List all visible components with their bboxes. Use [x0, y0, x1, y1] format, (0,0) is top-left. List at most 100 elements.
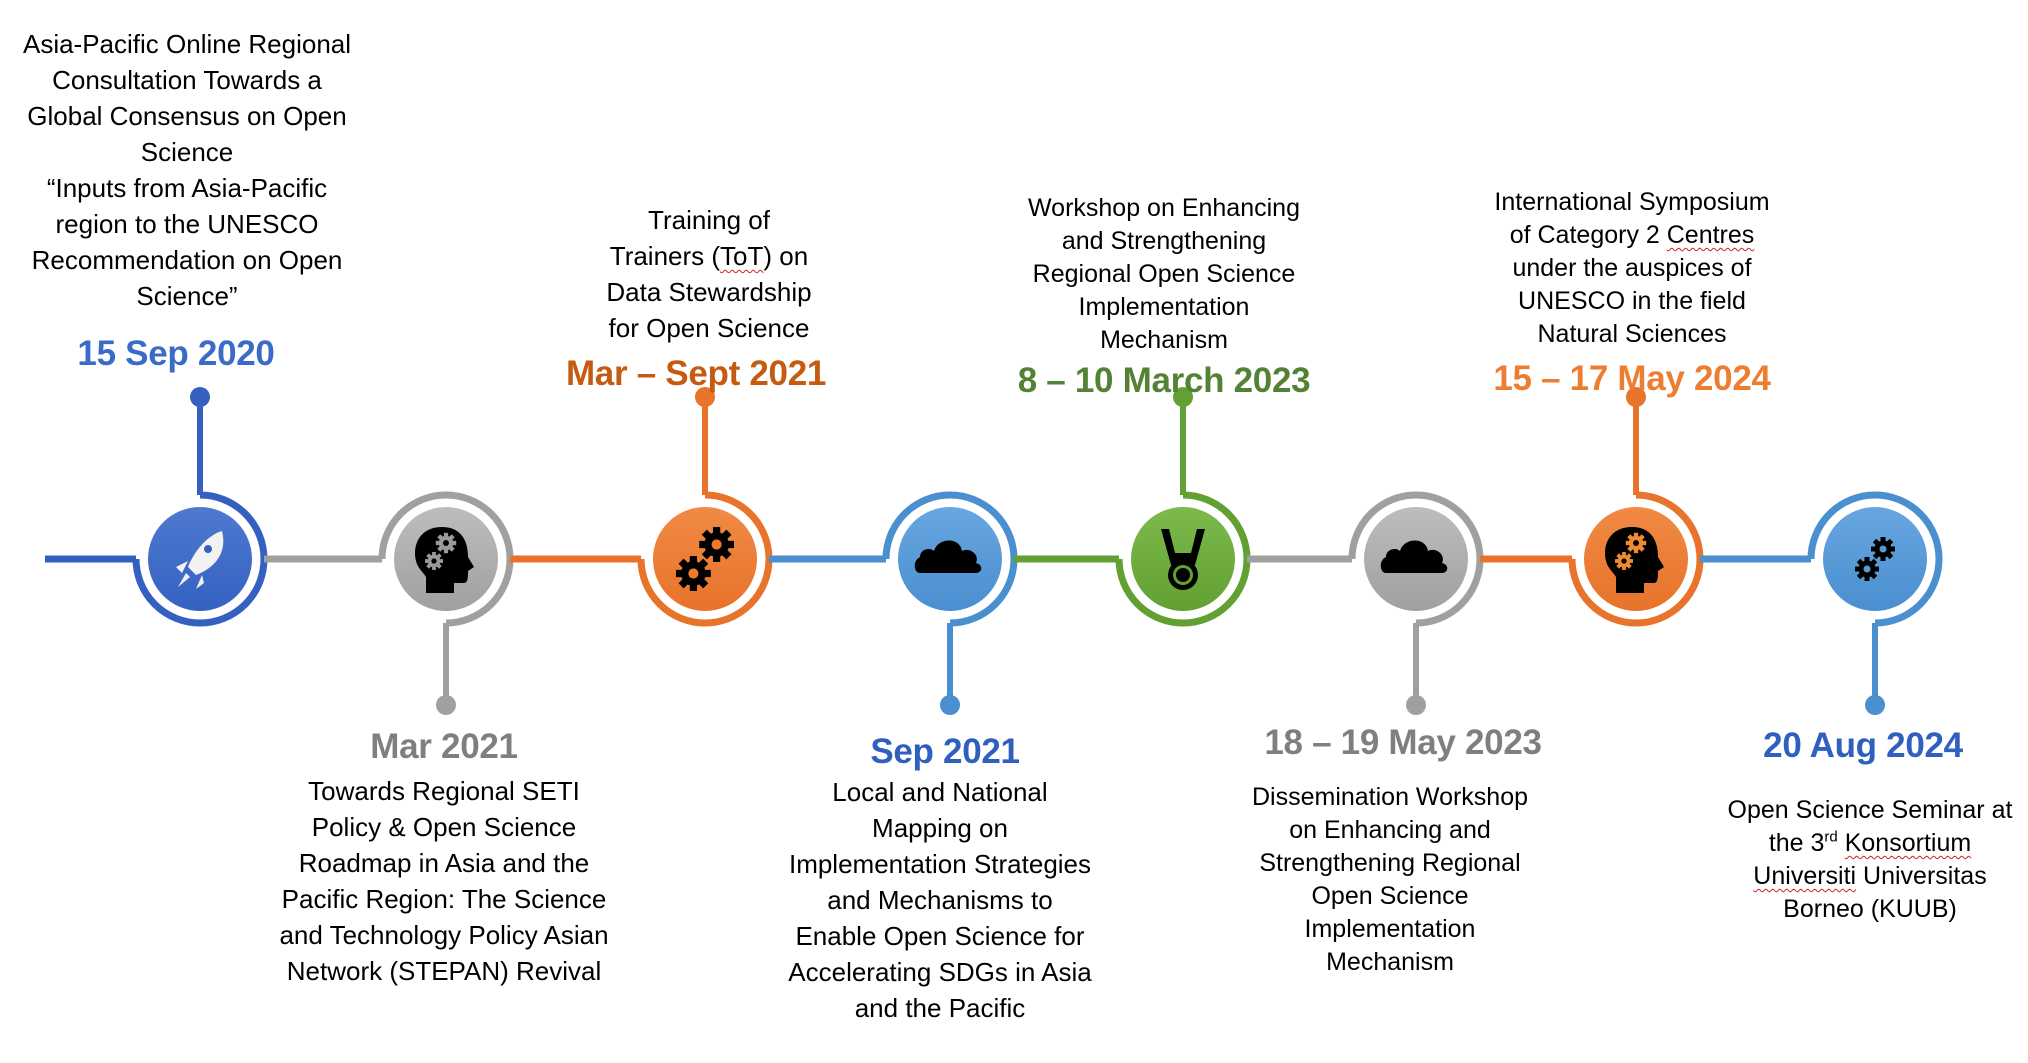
gear-hole	[1633, 540, 1639, 546]
gear-tooth	[1622, 565, 1626, 570]
gear-icon	[1625, 532, 1647, 554]
rocket-window	[204, 545, 212, 553]
stem-dot	[190, 387, 210, 407]
gear-tooth	[712, 553, 721, 562]
text-line: Towards Regional SETI	[308, 776, 580, 806]
rocket-fins	[176, 561, 204, 589]
text-line: Strengthening Regional	[1259, 849, 1521, 877]
text-part: Universitas	[1856, 862, 1987, 890]
event-7-date: 15 – 17 May 2024	[1493, 359, 1771, 398]
text-line: Implementation	[1304, 915, 1476, 943]
head-gears-icon	[415, 527, 474, 593]
gear-icon	[1615, 552, 1633, 570]
text-line: Data Stewardship	[606, 277, 812, 307]
text-line: Accelerating SDGs in Asia	[788, 957, 1092, 987]
node-ring	[378, 491, 514, 627]
gear-hole	[1863, 565, 1871, 573]
text-line: Regional Open Science	[1032, 260, 1296, 288]
text-line: Pacific Region: The Science	[281, 884, 607, 914]
gear-tooth	[689, 556, 698, 565]
text-line: Science”	[136, 281, 238, 311]
gear-hole	[1621, 558, 1627, 564]
stem-dot	[1173, 387, 1193, 407]
gear-tooth	[1880, 537, 1886, 543]
medal-center	[1176, 568, 1190, 582]
node-ring	[132, 491, 268, 627]
text-line: Workshop on Enhancing	[1028, 194, 1300, 222]
gear-tooth	[1864, 557, 1870, 563]
medal-ribbon	[1161, 529, 1205, 565]
text-line: Open Science	[1311, 882, 1469, 910]
event-5-date: 8 – 10 March 2023	[1017, 361, 1311, 400]
text-line: Mapping on	[872, 813, 1008, 843]
node-ring	[882, 491, 1018, 627]
event-4-description: Local and National Mapping on Implementa…	[788, 774, 1091, 1026]
event-6-description: Dissemination Workshop on Enhancing and …	[1252, 781, 1528, 979]
event-8-date: 20 Aug 2024	[1763, 726, 1963, 765]
text-line: Enable Open Science for	[795, 921, 1085, 951]
text-line: Science	[140, 137, 234, 167]
gear-tooth	[712, 527, 721, 536]
gear-hole	[688, 568, 699, 579]
text-line: UNESCO in the field	[1518, 287, 1746, 315]
gear-tooth	[443, 532, 449, 538]
text-line: Mechanism	[1100, 326, 1228, 354]
text-line: Mechanism	[1326, 948, 1454, 976]
head-silhouette	[415, 527, 474, 593]
gear-icon	[1871, 537, 1895, 561]
event-1-date: 15 Sep 2020	[77, 334, 275, 373]
gear-icon	[1855, 557, 1879, 581]
stem-dot	[436, 695, 456, 715]
text-line: region to the UNESCO	[55, 209, 319, 239]
text-line: Natural Sciences	[1537, 320, 1727, 348]
text-line: for Open Science	[608, 313, 810, 343]
text-line: Network (STEPAN) Revival	[286, 956, 602, 986]
stem-dot	[1626, 387, 1646, 407]
text-part: ) on	[763, 241, 809, 271]
text-line: Implementation	[1078, 293, 1250, 321]
event-5-description: Workshop on Enhancing and Strengthening …	[1028, 192, 1300, 357]
text-line: and Mechanisms to	[827, 885, 1053, 915]
text-line: Recommendation on Open	[31, 245, 343, 275]
event-2-date: Mar 2021	[370, 727, 518, 766]
text-line: under the auspices of	[1512, 254, 1752, 282]
stem-dot	[940, 695, 960, 715]
text-line: International Symposium	[1494, 188, 1770, 216]
stem-dot	[1406, 695, 1426, 715]
gear-icon	[699, 527, 735, 562]
gear-tooth	[443, 548, 449, 554]
spellcheck-word: Universiti	[1753, 862, 1857, 890]
gear-icon	[425, 552, 443, 570]
text-line: and Technology Policy Asian	[279, 920, 609, 950]
head-gears-icon	[1605, 527, 1664, 593]
text-line: Policy & Open Science	[311, 812, 577, 842]
text-part: the 3	[1768, 829, 1825, 857]
event-1-description: Asia-Pacific Online Regional Consultatio…	[23, 26, 351, 314]
text-line: Asia-Pacific Online Regional	[22, 29, 352, 59]
node-ring	[1807, 491, 1943, 627]
stem-dot	[695, 387, 715, 407]
spellcheck-word: Konsortium	[1844, 829, 1972, 857]
text-part: of Category 2	[1509, 221, 1667, 249]
rocket-body	[188, 531, 224, 575]
gear-tooth	[432, 552, 436, 557]
gear-hole	[1879, 545, 1887, 553]
gear-hole	[431, 558, 437, 564]
node-ring	[637, 491, 773, 627]
medal-icon	[1161, 529, 1205, 590]
text-line: Trainers (ToT) on	[606, 238, 811, 274]
gear-tooth	[1633, 548, 1639, 554]
text-line: and the Pacific	[854, 993, 1026, 1023]
text-line: Implementation Strategies	[788, 849, 1092, 879]
text-line: Universiti Universitas	[1728, 860, 2013, 893]
event-3-description: Training of Trainers (ToT) on Data Stewa…	[606, 202, 811, 346]
gear-tooth	[1880, 555, 1886, 561]
text-part: Trainers (	[609, 241, 721, 271]
cloud-shape	[1380, 540, 1448, 573]
head-silhouette	[1605, 527, 1664, 593]
text-line: Open Science Seminar at	[1727, 796, 2013, 824]
node-circle	[1823, 507, 1927, 611]
cloud-shape	[914, 540, 982, 573]
gear-hole	[443, 540, 449, 546]
